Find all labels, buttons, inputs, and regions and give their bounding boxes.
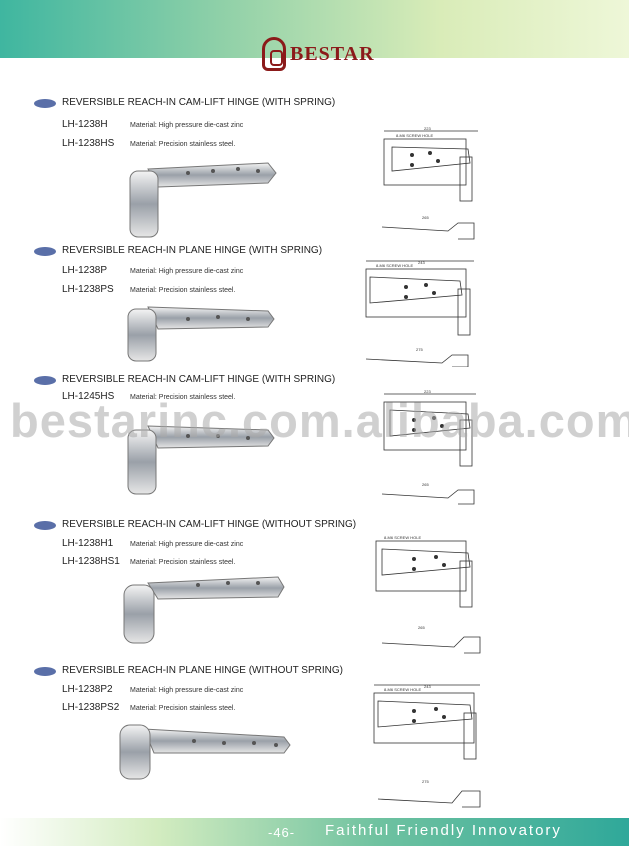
product-section-1: REVERSIBLE REACH-IN CAM-LIFT HINGE (WITH… — [0, 97, 629, 245]
dimension-label: 223 — [424, 390, 431, 394]
model-code: LH-1238H — [62, 119, 108, 130]
section-title: REVERSIBLE REACH-IN PLANE HINGE (WITH SP… — [62, 245, 323, 256]
dimension-label: 265 — [422, 482, 429, 487]
technical-drawing: 8-M6 SCREW HOLE 243 275 — [373, 684, 481, 808]
model-code: LH-1238HS1 — [62, 556, 120, 567]
bullet-icon — [34, 667, 56, 676]
dimension-label: 243 — [418, 260, 425, 265]
hinge-photo — [123, 576, 285, 644]
dimension-label: 275 — [422, 779, 429, 784]
header-band — [0, 0, 629, 58]
model-code: LH-1238PS2 — [62, 702, 120, 713]
section-title: REVERSIBLE REACH-IN CAM-LIFT HINGE (WITH… — [62, 97, 336, 108]
drawing-label: 8-M6 SCREW HOLE — [384, 687, 421, 692]
bullet-icon — [34, 521, 56, 530]
product-section-4: REVERSIBLE REACH-IN CAM-LIFT HINGE (WITH… — [0, 519, 629, 659]
dimension-label: 243 — [424, 684, 431, 689]
footer-band — [0, 818, 629, 846]
technical-drawing: 8-M6 SCREW HOLE 223 265 — [381, 127, 478, 240]
hinge-photo — [129, 162, 277, 238]
brand-name: BESTAR — [290, 42, 375, 65]
product-section-2: REVERSIBLE REACH-IN PLANE HINGE (WITH SP… — [0, 245, 629, 370]
material-text: Material: Precision stainless steel. — [130, 705, 236, 712]
section-title: REVERSIBLE REACH-IN PLANE HINGE (WITHOUT… — [62, 665, 343, 676]
model-code: LH-1238PS — [62, 284, 114, 295]
dimension-label: 265 — [418, 625, 425, 630]
product-section-3: REVERSIBLE REACH-IN CAM-LIFT HINGE (WITH… — [0, 374, 629, 509]
footer-slogan: Faithful Friendly Innovatory — [325, 822, 562, 839]
hinge-photo — [127, 306, 275, 362]
technical-drawing: 8-M6 SCREW HOLE 243 275 — [365, 260, 474, 367]
model-code: LH-1238P — [62, 265, 108, 276]
dimension-label: 223 — [424, 127, 431, 131]
material-text: Material: High pressure die-cast zinc — [130, 541, 244, 548]
section-title: REVERSIBLE REACH-IN CAM-LIFT HINGE (WITH… — [62, 374, 336, 385]
technical-drawing: 223 265 — [381, 390, 476, 505]
model-code: LH-1245HS — [62, 391, 115, 402]
brand-logo: BESTAR — [262, 36, 375, 72]
hinge-photo — [127, 425, 275, 495]
material-text: Material: Precision stainless steel. — [130, 141, 236, 148]
watermark: bestarinc.com.alibaba.com — [10, 394, 629, 447]
model-code: LH-1238P2 — [62, 684, 113, 695]
material-text: Material: Precision stainless steel. — [130, 287, 236, 294]
material-text: Material: High pressure die-cast zinc — [130, 122, 244, 129]
section-title: REVERSIBLE REACH-IN CAM-LIFT HINGE (WITH… — [62, 519, 357, 530]
technical-drawing: 8-M6 SCREW HOLE 265 — [375, 535, 481, 654]
model-code: LH-1238H1 — [62, 538, 114, 549]
material-text: Material: High pressure die-cast zinc — [130, 268, 244, 275]
drawing-label: 8-M6 SCREW HOLE — [384, 535, 421, 540]
material-text: Material: High pressure die-cast zinc — [130, 687, 244, 694]
bullet-icon — [34, 376, 56, 385]
material-text: Material: Precision stainless steel. — [130, 559, 236, 566]
model-code: LH-1238HS — [62, 138, 115, 149]
bullet-icon — [34, 99, 56, 108]
logo-mark-icon — [262, 37, 286, 71]
material-text: Material: Precision stainless steel. — [130, 394, 236, 401]
dimension-label: 275 — [416, 347, 423, 352]
dimension-label: 265 — [422, 215, 429, 220]
hinge-photo — [119, 724, 291, 780]
page-number: -46- — [268, 825, 296, 840]
product-section-5: REVERSIBLE REACH-IN PLANE HINGE (WITHOUT… — [0, 665, 629, 815]
drawing-label: 8-M6 SCREW HOLE — [376, 263, 413, 268]
drawing-label: 8-M6 SCREW HOLE — [396, 133, 433, 138]
bullet-icon — [34, 247, 56, 256]
